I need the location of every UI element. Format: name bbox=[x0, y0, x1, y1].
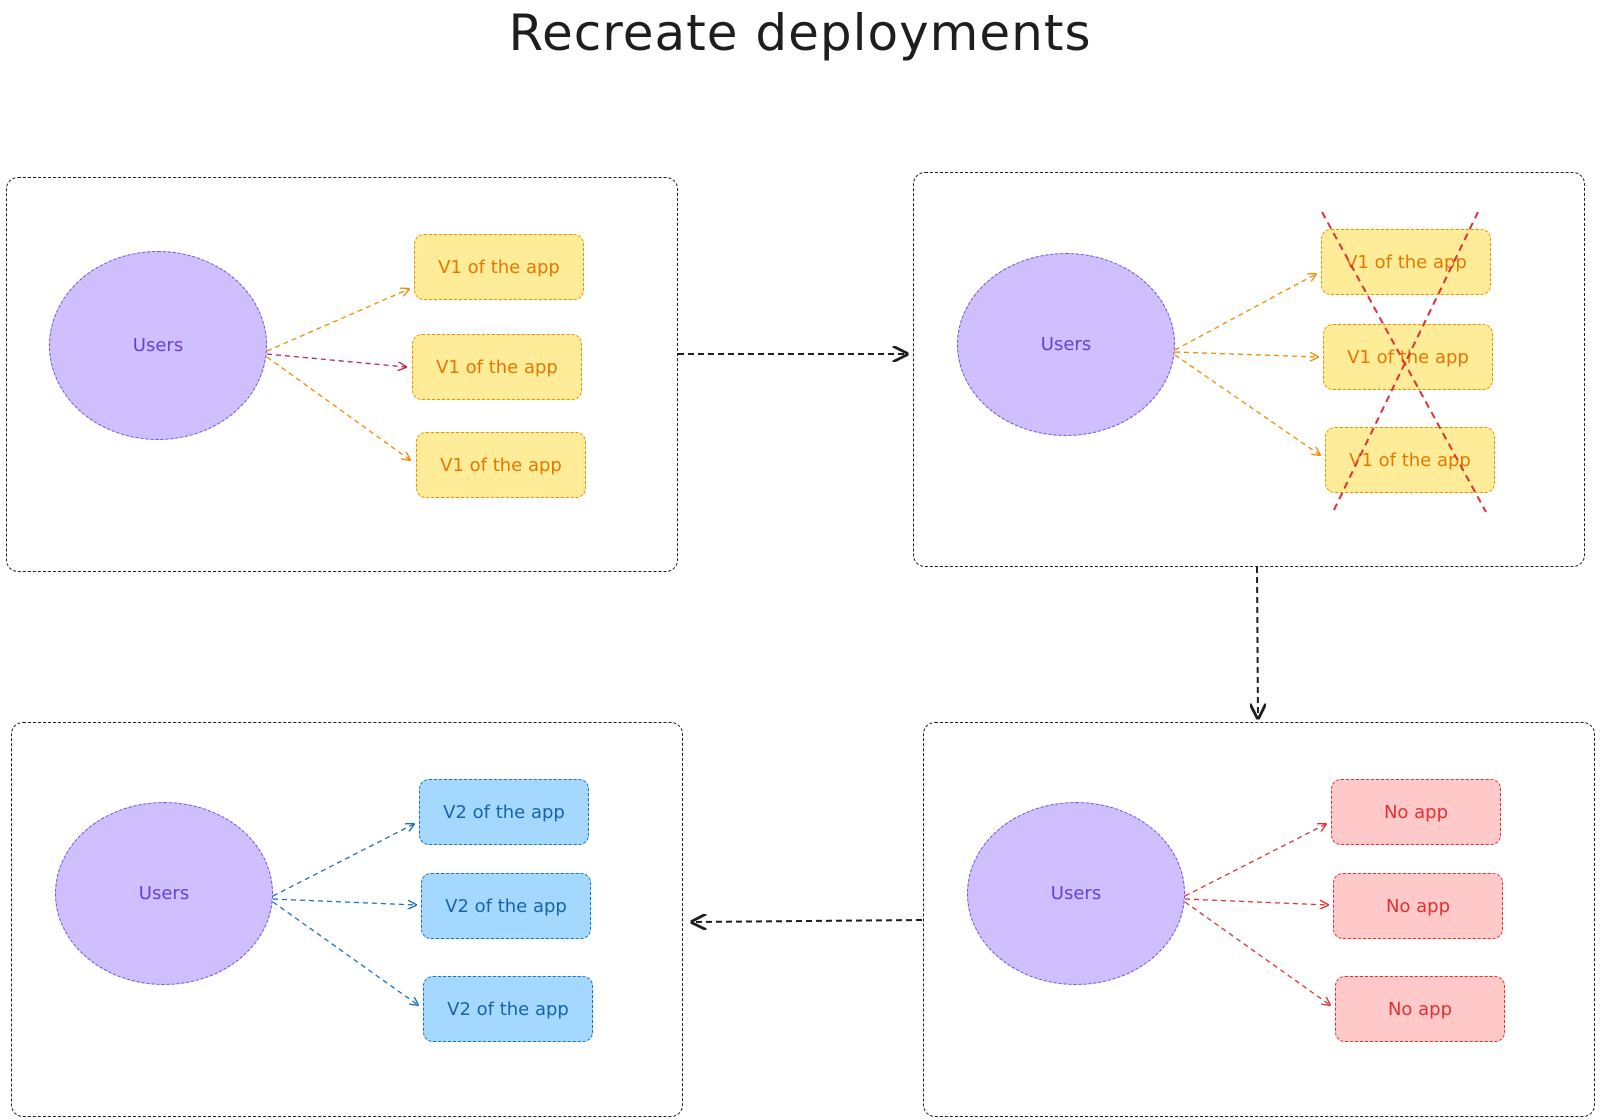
v1-app-label: V1 of the app bbox=[1349, 449, 1471, 471]
no-app-box: No app bbox=[1335, 976, 1505, 1042]
v2-app-box: V2 of the app bbox=[419, 779, 589, 845]
users-node-stage-4: Users bbox=[55, 802, 273, 985]
no-app-box: No app bbox=[1331, 779, 1501, 845]
v1-app-box: V1 of the app bbox=[414, 234, 584, 300]
users-label: Users bbox=[1050, 883, 1102, 904]
v1-app-box-terminated: V1 of the app bbox=[1323, 324, 1493, 390]
users-node-stage-1: Users bbox=[49, 251, 267, 440]
v1-app-box: V1 of the app bbox=[416, 432, 586, 498]
no-app-label: No app bbox=[1385, 895, 1451, 917]
v1-app-box-terminated: V1 of the app bbox=[1321, 229, 1491, 295]
v1-app-label: V1 of the app bbox=[438, 256, 560, 278]
no-app-label: No app bbox=[1383, 801, 1449, 823]
users-node-stage-3: Users bbox=[967, 802, 1185, 985]
no-app-label: No app bbox=[1387, 998, 1453, 1020]
v2-app-box: V2 of the app bbox=[423, 976, 593, 1042]
stage-panel-v1-terminated bbox=[913, 172, 1585, 567]
stage-panel-no-app bbox=[923, 722, 1595, 1117]
v2-app-label: V2 of the app bbox=[445, 895, 567, 917]
arrow-stage3-to-stage4 bbox=[692, 920, 923, 922]
v2-app-label: V2 of the app bbox=[447, 998, 569, 1020]
users-label: Users bbox=[138, 883, 190, 904]
v1-app-box-terminated: V1 of the app bbox=[1325, 427, 1495, 493]
v1-app-box: V1 of the app bbox=[412, 334, 582, 400]
stage-panel-v2-running bbox=[11, 722, 683, 1117]
v1-app-label: V1 of the app bbox=[1345, 251, 1467, 273]
no-app-box: No app bbox=[1333, 873, 1503, 939]
stage-panel-v1-running bbox=[6, 177, 678, 572]
v1-app-label: V1 of the app bbox=[440, 454, 562, 476]
v2-app-label: V2 of the app bbox=[443, 801, 565, 823]
v2-app-box: V2 of the app bbox=[421, 873, 591, 939]
v1-app-label: V1 of the app bbox=[436, 356, 558, 378]
diagram-title: Recreate deployments bbox=[508, 4, 1092, 62]
users-label: Users bbox=[1040, 334, 1092, 355]
users-node-stage-2: Users bbox=[957, 253, 1175, 436]
v1-app-label: V1 of the app bbox=[1347, 346, 1469, 368]
users-label: Users bbox=[132, 335, 184, 356]
arrow-stage2-to-stage3 bbox=[1257, 566, 1258, 718]
